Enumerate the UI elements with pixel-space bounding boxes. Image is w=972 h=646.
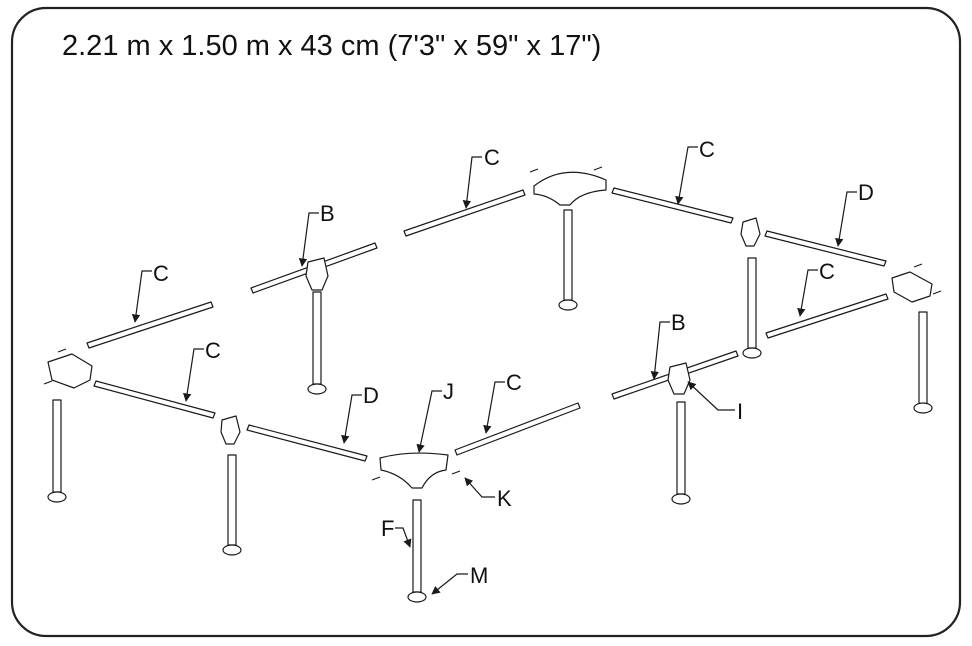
label-c: C — [484, 145, 500, 170]
beam-c-left-top — [86, 301, 214, 349]
pin — [913, 263, 923, 268]
pin — [932, 290, 942, 295]
foot — [742, 347, 762, 359]
beam-d-front-left — [246, 424, 368, 462]
label-b: B — [671, 310, 686, 335]
diagram-border — [10, 6, 962, 638]
label-c: C — [153, 261, 169, 286]
label-c: C — [699, 137, 715, 162]
beam-c-left-lower — [93, 380, 216, 419]
dimensions-title: 2.21 m x 1.50 m x 43 cm (7'3" x 59" x 17… — [62, 30, 602, 62]
label-b: B — [320, 201, 335, 226]
leg-front-left-t — [227, 454, 237, 546]
label-d: D — [858, 180, 874, 205]
beam-c-back-left — [403, 189, 526, 237]
beam-c-front-right — [454, 402, 581, 456]
pin — [371, 476, 381, 481]
t-joint-front-left — [220, 415, 241, 445]
leg-right-mid — [747, 257, 757, 349]
leg-back-corner — [563, 209, 573, 301]
pin — [43, 380, 53, 385]
label-c: C — [506, 370, 522, 395]
foot — [558, 299, 578, 311]
beam-c-back-right — [611, 187, 734, 224]
label-d: D — [363, 383, 379, 408]
label-m: M — [470, 563, 488, 588]
foot — [222, 544, 242, 556]
beam-c-right-lower — [765, 293, 889, 339]
pin — [529, 168, 539, 173]
pin — [451, 470, 461, 475]
corner-joint-left — [47, 353, 93, 389]
foot — [407, 591, 427, 603]
foot — [913, 402, 933, 414]
leg-upper-b — [312, 291, 322, 385]
label-k: K — [497, 486, 512, 511]
leg-front-corner — [412, 499, 422, 593]
corner-joint-front — [379, 452, 449, 489]
beam-d-right-top — [764, 230, 887, 267]
foot — [671, 493, 691, 505]
label-c: C — [819, 259, 835, 284]
corner-joint-right — [891, 271, 933, 303]
leg-lower-b — [676, 401, 686, 495]
t-joint-right — [740, 217, 761, 247]
label-i: I — [737, 399, 743, 424]
foot — [47, 491, 67, 503]
leg-left-corner — [52, 399, 62, 493]
t-joint-upper — [305, 257, 329, 291]
leg-right-corner — [918, 311, 928, 405]
pin — [57, 348, 67, 353]
label-c: C — [205, 338, 221, 363]
corner-joint-back — [533, 171, 607, 206]
label-f: F — [381, 516, 394, 541]
label-j: J — [443, 379, 454, 404]
foot — [307, 383, 327, 395]
pin — [593, 166, 603, 171]
t-joint-lower — [667, 362, 691, 395]
